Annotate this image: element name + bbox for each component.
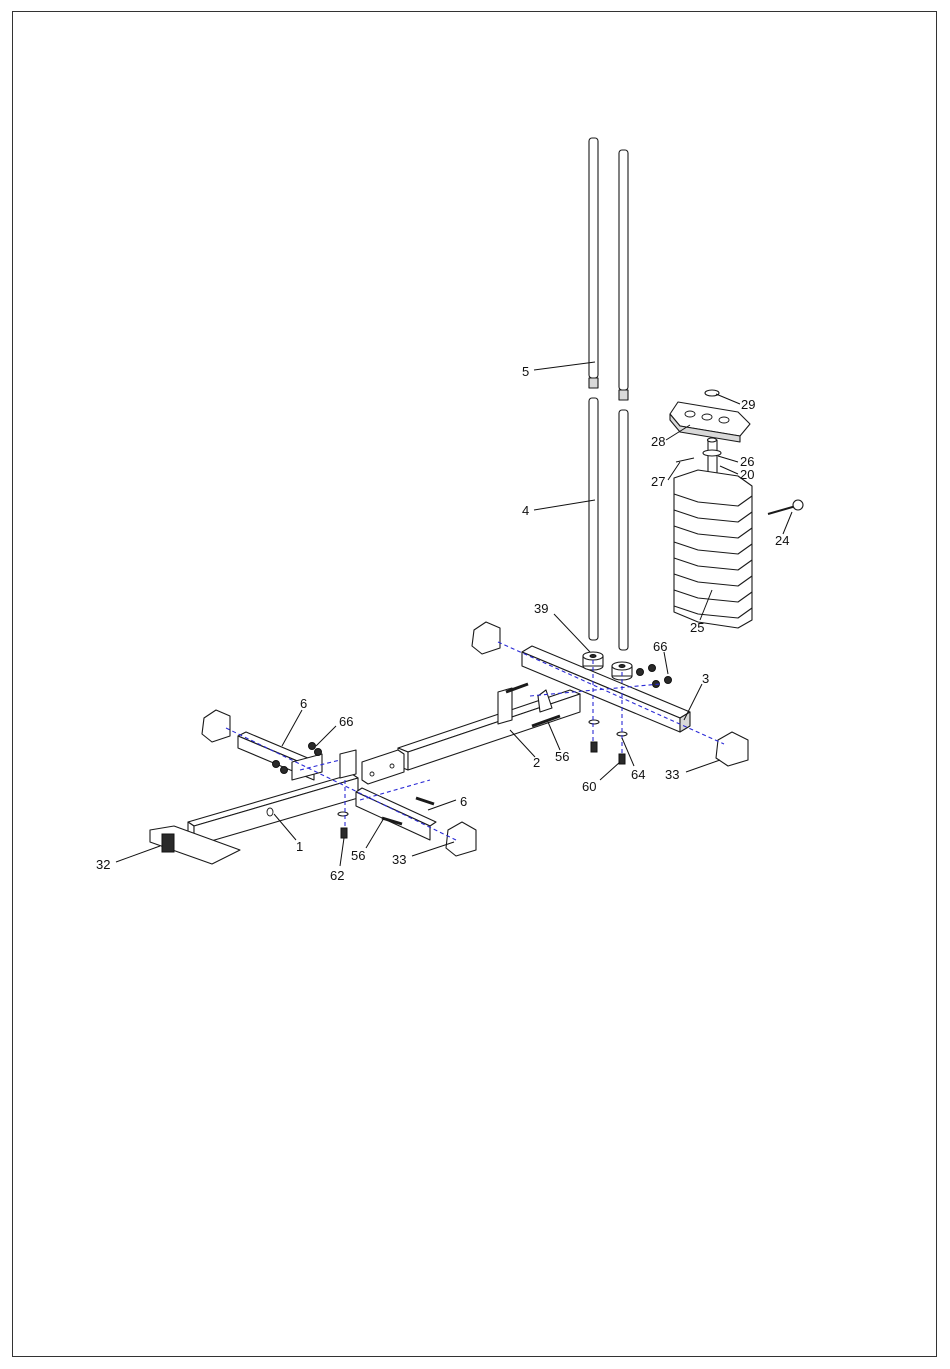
callout-28: 28 <box>651 434 665 449</box>
callout-56: 56 <box>351 848 365 863</box>
callout-2: 2 <box>533 755 540 770</box>
callout-39: 39 <box>534 601 548 616</box>
callout-33: 33 <box>392 852 406 867</box>
callout-62: 62 <box>330 868 344 883</box>
callout-3: 3 <box>702 671 709 686</box>
top-plate <box>670 390 750 442</box>
callout-5: 5 <box>522 364 529 379</box>
callout-66: 66 <box>653 639 667 654</box>
callout-20: 20 <box>740 467 754 482</box>
callout-27: 27 <box>651 474 665 489</box>
callout-6: 6 <box>460 794 467 809</box>
center-beam <box>362 688 580 784</box>
callout-33: 33 <box>665 767 679 782</box>
front-crossbar-right <box>356 788 436 840</box>
callout-56: 56 <box>555 749 569 764</box>
callout-24: 24 <box>775 533 789 548</box>
weight-stack <box>674 470 752 628</box>
callout-29: 29 <box>741 397 755 412</box>
callout-64: 64 <box>631 767 645 782</box>
callout-60: 60 <box>582 779 596 794</box>
callout-4: 4 <box>522 503 529 518</box>
guide-rod-upper-pair <box>589 138 628 400</box>
callout-6: 6 <box>300 696 307 711</box>
callout-25: 25 <box>690 620 704 635</box>
callout-66: 66 <box>339 714 353 729</box>
washer <box>705 390 719 396</box>
front-crossbar-left <box>238 732 322 780</box>
callout-1: 1 <box>296 839 303 854</box>
callout-32: 32 <box>96 857 110 872</box>
selector-key <box>768 500 803 514</box>
guide-rod-lower-pair <box>589 398 628 650</box>
